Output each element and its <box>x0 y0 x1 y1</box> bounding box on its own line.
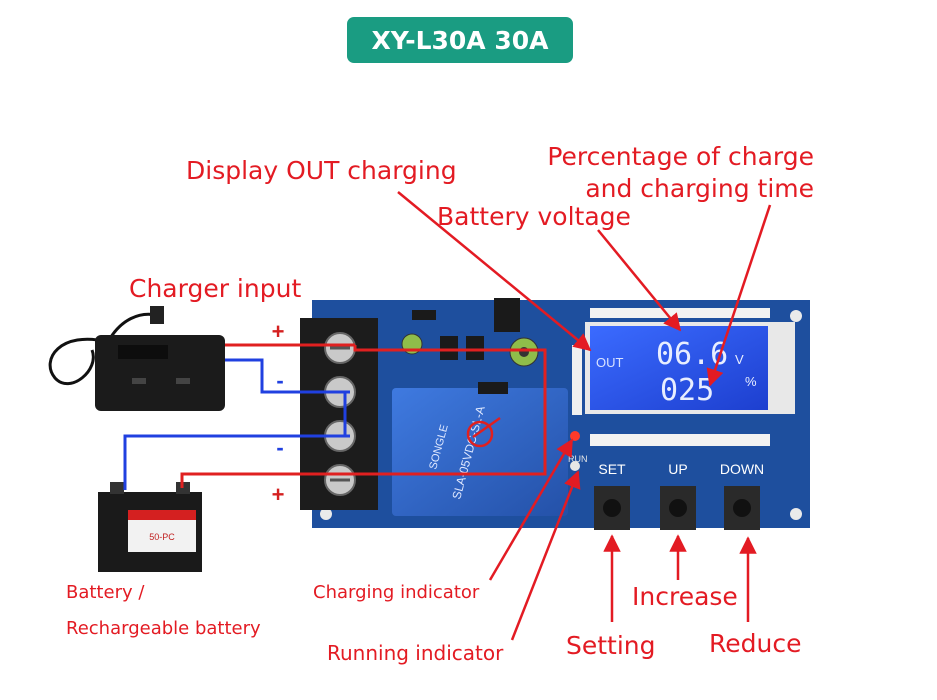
lcd-voltage-unit: V <box>735 352 744 367</box>
run-silkscreen: RUN <box>568 454 588 464</box>
charger-adapter-icon <box>48 306 225 411</box>
callout-percentage-line2: and charging time <box>585 174 814 203</box>
lcd-display: OUT 06.6 V 025 % <box>585 322 795 414</box>
callout-charging-indicator: Charging indicator <box>313 582 480 603</box>
lcd-percent-unit: % <box>745 374 757 389</box>
set-button[interactable] <box>594 486 630 530</box>
callout-setting: Setting <box>566 631 656 660</box>
lcd-voltage-value: 06.6 <box>656 337 728 372</box>
terminal-plus-top: + <box>272 319 285 344</box>
lcd-out-text: OUT <box>596 355 624 370</box>
battery-icon: 50-PC <box>98 482 202 572</box>
up-silkscreen: UP <box>668 461 687 477</box>
terminal-minus-bottom: - <box>276 435 283 460</box>
up-button[interactable] <box>660 486 696 530</box>
down-button[interactable] <box>724 486 760 530</box>
callout-charger-input: Charger input <box>129 274 302 303</box>
callout-battery-line2: Rechargeable battery <box>66 618 261 639</box>
running-indicator-led <box>570 461 580 471</box>
down-silkscreen: DOWN <box>720 461 764 477</box>
wires <box>123 343 547 490</box>
callout-increase: Increase <box>632 582 738 611</box>
battery-model-label: 50-PC <box>149 532 175 542</box>
set-silkscreen: SET <box>598 461 626 477</box>
callout-percentage-line1: Percentage of charge <box>547 142 814 171</box>
callout-display-out: Display OUT charging <box>186 156 457 185</box>
product-title: XY-L30A 30A <box>347 17 573 63</box>
charging-indicator-led <box>570 431 580 441</box>
terminal-minus-top: - <box>276 368 283 393</box>
callout-reduce: Reduce <box>709 629 802 658</box>
lcd-percent-value: 025 <box>660 373 714 408</box>
capacitors <box>401 298 582 415</box>
terminal-block <box>300 318 378 510</box>
callout-battery-voltage: Battery voltage <box>437 202 631 231</box>
callout-battery-line1: Battery / <box>66 582 145 603</box>
callout-arrows <box>397 191 772 641</box>
callout-running-indicator: Running indicator <box>327 641 504 665</box>
terminal-plus-bottom: + <box>272 482 285 507</box>
relay: SLA-05VDC-SL-A SONGLE <box>392 388 568 516</box>
